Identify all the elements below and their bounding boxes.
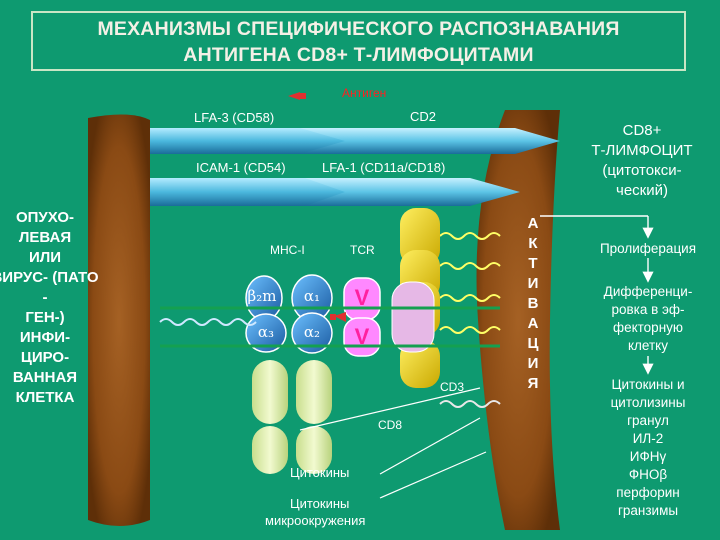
cyt-line-4: ИЛ-2 (632, 431, 664, 446)
cyt-line-1: Цитокины и (611, 377, 685, 392)
activation-vertical-label: А К Т И В А Ц И Я (521, 214, 545, 394)
tumor-line-3: ИЛИ (28, 249, 62, 266)
t-cell-membrane (476, 110, 560, 530)
proliferation-label: Пролиферация (599, 241, 697, 256)
tcr-anchor-wave-1 (439, 232, 501, 240)
cytokines-micro-label-1: Цитокины (290, 496, 350, 511)
diff-line-3: фекторную (612, 320, 684, 335)
mhc-anchor-wave (159, 318, 257, 326)
tumor-line-4: ВИРУС- (ПАТО (0, 269, 99, 286)
tcr-v-alpha-label: V (354, 285, 370, 310)
diff-line-4: клетку (628, 338, 668, 353)
title-line-2: АНТИГЕНА CD8+ Т-ЛИМФОЦИТАМИ (183, 44, 534, 66)
antigen-peptide (330, 312, 346, 322)
cytokines-label: Цитокины (290, 465, 350, 480)
activation-letter: А (527, 215, 539, 232)
tcr-label: TCR (350, 243, 375, 257)
activation-letter: И (527, 275, 539, 292)
cytokines-micro-label-2: микроокружения (265, 513, 366, 528)
tumor-line-8: ЦИРО- (20, 349, 70, 366)
tumor-line-5: - (42, 289, 48, 306)
differentiation-label: Дифференци- ровка в эф- фекторную клетку (578, 283, 718, 355)
tumor-line-10: КЛЕТКА (15, 389, 75, 406)
cyt-line-2: цитолизины (610, 395, 686, 410)
cytokine-arrow-1 (299, 387, 481, 431)
activation-letter: В (527, 295, 539, 312)
activation-letter: И (527, 355, 539, 372)
title-box: МЕХАНИЗМЫ СПЕЦИФИЧЕСКОГО РАСПОЗНАВАНИЯ А… (31, 11, 686, 71)
tumor-line-2: ЛЕВАЯ (18, 229, 72, 246)
lfa1-label: LFA-1 (CD11a/CD18) (322, 160, 446, 175)
cd3-epsilon-chain (391, 281, 435, 353)
t-cell-label: CD8+ Т-ЛИМФОЦИТ (цитотокси- ческий) (572, 121, 712, 201)
cyt-line-3: гранул (627, 413, 669, 428)
activation-letter: Т (528, 255, 538, 272)
t-cell-line-1: CD8+ (622, 122, 662, 139)
tumor-line-9: ВАННАЯ (12, 369, 78, 386)
tumor-cell-label: ОПУХО- ЛЕВАЯ ИЛИ ВИРУС- (ПАТО - ГЕН-) ИН… (0, 208, 110, 408)
mhc1-label: MHC-I (270, 243, 305, 257)
cyt-line-5: ИФНγ (629, 449, 667, 464)
activation-letter: Я (527, 375, 539, 392)
t-cell-line-4: ческий) (616, 182, 668, 199)
activation-letter: К (528, 235, 538, 252)
alpha3-domain (245, 313, 287, 353)
tumor-cell-membrane (88, 114, 150, 526)
lfa3-arrow-tip (150, 128, 345, 154)
activation-letter: А (527, 315, 539, 332)
activation-letter: Ц (527, 335, 539, 352)
t-cell-line-2: Т-ЛИМФОЦИТ (591, 142, 693, 159)
effector-products-label: Цитокины и цитолизины гранул ИЛ-2 ИФНγ Ф… (578, 376, 718, 520)
alpha2-domain (291, 312, 333, 354)
alpha2-label: α₂ (303, 323, 321, 341)
cyt-line-6: ФНОβ (628, 467, 668, 482)
tumor-line-1: ОПУХО- (15, 209, 75, 226)
cd2-label: CD2 (410, 109, 437, 124)
cytokine-arrow-3 (379, 451, 487, 499)
icam1-arrow-tip (150, 178, 345, 206)
alpha3-label: α₃ (257, 323, 275, 341)
antigen-marker-top (288, 92, 306, 100)
diff-line-2: ровка в эф- (611, 302, 685, 317)
cd8-molecule (252, 360, 332, 474)
tcr-v-beta-label: V (354, 324, 370, 349)
alpha1-label: α₁ (303, 287, 321, 305)
cd3-anchor-wave (439, 400, 501, 408)
diff-line-1: Дифференци- (603, 284, 693, 299)
tcr-anchor-wave-3 (439, 294, 501, 302)
tcr-anchor-wave-2 (439, 262, 501, 270)
tumor-line-7: ИНФИ- (19, 329, 71, 346)
t-cell-line-3: (цитотокси- (602, 162, 682, 179)
icam1-label: ICAM-1 (CD54) (196, 160, 286, 175)
cd8-label: CD8 (378, 418, 403, 432)
cytokine-arrow-2 (379, 417, 481, 475)
cd3-label: CD3 (440, 380, 465, 394)
cyt-line-7: перфорин (616, 485, 680, 500)
title-line-1: МЕХАНИЗМЫ СПЕЦИФИЧЕСКОГО РАСПОЗНАВАНИЯ (97, 18, 620, 40)
beta2m-label: β₂m (247, 287, 277, 305)
antigen-label: Антиген (342, 86, 387, 100)
tcr-anchor-wave-4 (439, 326, 501, 334)
lfa3-label: LFA-3 (CD58) (194, 110, 275, 125)
cyt-line-8: гранзимы (617, 503, 679, 518)
tumor-line-6: ГЕН-) (25, 309, 65, 326)
